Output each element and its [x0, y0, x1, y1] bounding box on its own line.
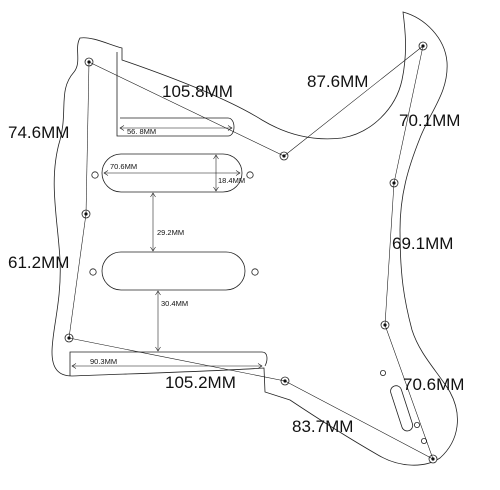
label-bottom-cavity-width: 90.3MM [90, 357, 117, 366]
pickguard-outline [51, 11, 458, 466]
control-hole [379, 369, 386, 376]
pickup-screw-hole [246, 171, 254, 179]
pickup-cutout-neck [101, 153, 243, 193]
label-bottom-left-span: 105.2MM [165, 373, 236, 392]
pickup-cutout-middle [101, 251, 246, 291]
label-left-upper: 74.6MM [8, 123, 69, 142]
pickup-screw-hole [89, 268, 97, 276]
label-pickup-to-edge: 30.4MM [161, 299, 188, 308]
label-top-left-span: 105.8MM [162, 82, 233, 101]
switch-slot [390, 385, 414, 432]
label-left-lower: 61.2MM [8, 253, 69, 272]
pickup-screw-hole [91, 171, 99, 179]
mounting-holes [64, 41, 438, 464]
neck-cavity-notch [116, 52, 235, 137]
label-right-upper: 70.1MM [399, 111, 460, 130]
label-right-middle: 69.1MM [392, 234, 453, 253]
label-right-lower: 70.6MM [403, 375, 464, 394]
hole-measurement-lines [68, 45, 434, 460]
label-bottom-right-span: 83.7MM [292, 417, 353, 436]
label-pickup-height: 18.4MM [218, 176, 245, 185]
label-cavity-inner-width: 56. 8MM [127, 127, 156, 136]
control-hole [413, 421, 420, 428]
inner-dimension-arrows [71, 125, 263, 369]
label-pickup-top-width: 70.6MM [110, 162, 137, 171]
bottom-cavity-notch [69, 351, 268, 376]
label-top-right-span: 87.6MM [307, 72, 368, 91]
label-pickup-gap: 29.2MM [157, 228, 184, 237]
pickup-screw-hole [251, 268, 259, 276]
